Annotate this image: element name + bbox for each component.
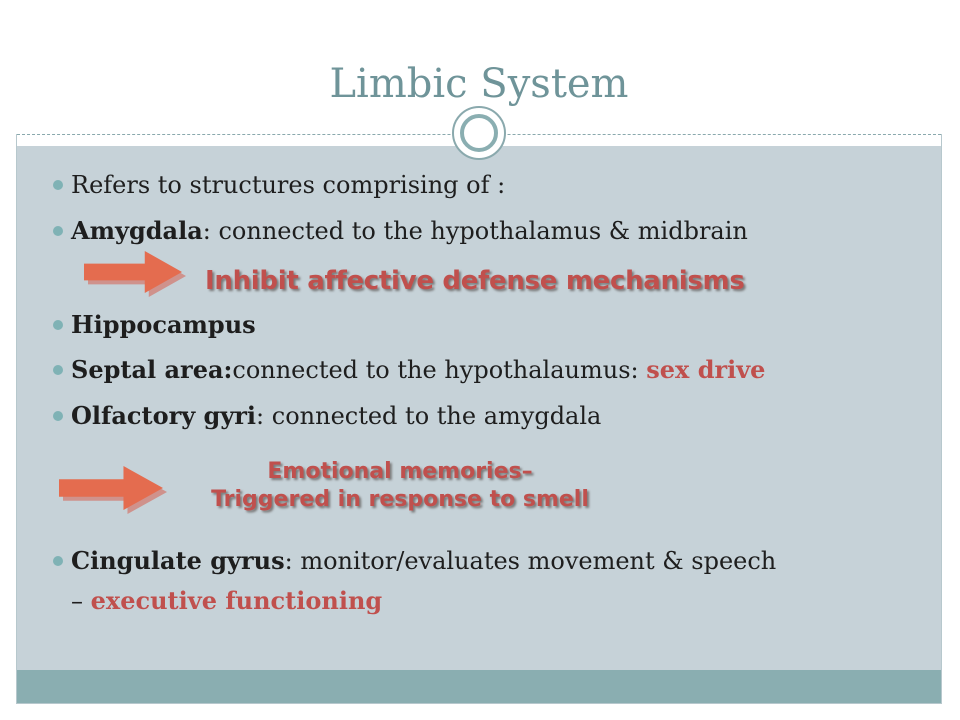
bullet-text: connected to the hypothalaumus:: [232, 356, 647, 384]
bullet-emphasis: sex drive: [646, 355, 766, 384]
bullet-text: : connected to the amygdala: [256, 402, 602, 430]
content-area: [17, 146, 941, 670]
bottom-accent-bar: [17, 670, 941, 703]
bullet-text: –: [71, 587, 91, 615]
bullet-emphasis: executive functioning: [90, 586, 383, 615]
callout-line: Triggered in response to smell: [211, 487, 589, 512]
bullet-term: Amygdala: [71, 216, 203, 245]
bullet-term: Hippocampus: [71, 310, 256, 339]
callout-line: Emotional memories–: [267, 459, 533, 484]
bullet-text: : monitor/evaluates movement & speech: [284, 547, 777, 575]
callout-smell: Emotional memories– Triggered in respons…: [205, 458, 595, 514]
bullet-term: Septal area:: [71, 355, 233, 384]
callout-defense: Inhibit affective defense mechanisms: [205, 266, 745, 296]
slide-title: Limbic System: [329, 61, 629, 107]
bullet-text: : connected to the hypothalamus & midbra…: [202, 217, 748, 245]
bullet-text: Refers to structures comprising of :: [71, 171, 506, 199]
ring-ornament-icon: [452, 106, 506, 160]
bullet-term: Olfactory gyri: [71, 401, 257, 430]
bullet-term: Cingulate gyrus: [71, 546, 285, 575]
ring-inner: [460, 114, 498, 152]
